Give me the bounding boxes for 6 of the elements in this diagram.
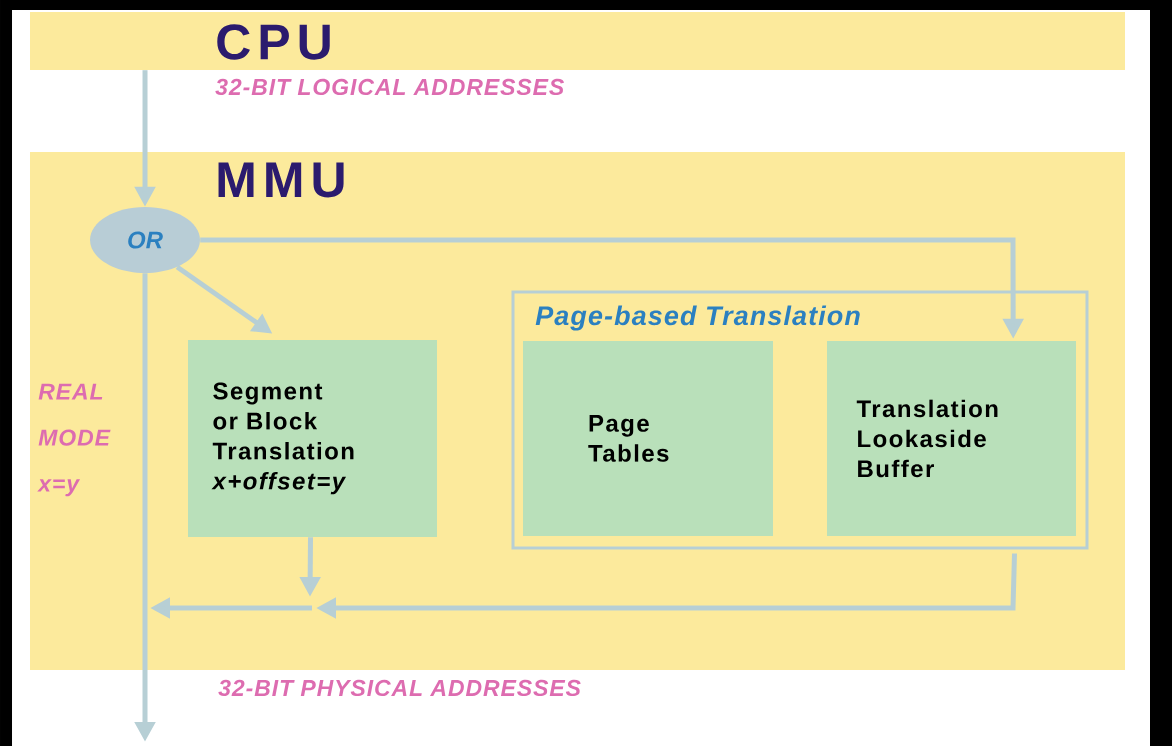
- process-box: Translation Lookaside Buffer: [827, 341, 1076, 536]
- caption-text: 32-BIT PHYSICAL ADDRESSES: [218, 679, 581, 697]
- process-box: Segment or Block Translation x+offset=y: [188, 340, 437, 537]
- section-band: CPU: [30, 12, 1125, 70]
- process-box: Page Tables: [523, 341, 773, 536]
- caption-text: REAL MODE x=y: [37, 383, 111, 497]
